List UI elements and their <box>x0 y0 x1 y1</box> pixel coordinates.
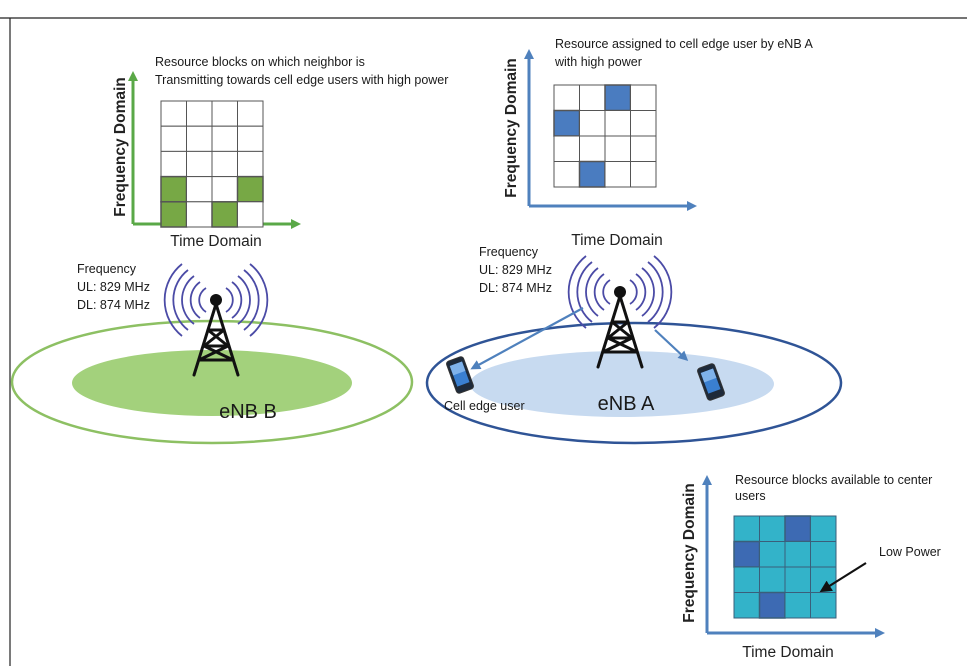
grid-c-panel: Resource blocks available to center user… <box>681 473 941 661</box>
resource-block <box>237 125 264 152</box>
resource-block <box>160 100 187 127</box>
grid-b-x-axis-label: Time Domain <box>170 233 262 250</box>
enb-b-label: eNB B <box>219 401 277 423</box>
antenna-tower-icon <box>596 294 644 369</box>
resource-block <box>784 592 811 619</box>
low-power-label: Low Power <box>879 545 941 559</box>
resource-block-highlighted <box>160 175 188 203</box>
resource-block-highlighted <box>160 201 188 228</box>
resource-block <box>186 176 213 203</box>
grid-b-y-axis-label: Frequency Domain <box>112 77 129 217</box>
resource-block-highlighted <box>604 84 632 112</box>
resource-block <box>160 125 187 152</box>
resource-block-highlighted <box>236 175 264 203</box>
enb-a-label: eNB A <box>598 393 655 415</box>
enb-a-outer-cell <box>425 321 843 445</box>
resource-block <box>604 135 631 162</box>
grid-c-x-axis-label: Time Domain <box>742 644 834 661</box>
enb-b-tower <box>163 263 269 377</box>
cell-edge-phone-icon <box>446 356 474 394</box>
resource-block <box>211 176 238 203</box>
grid-c-cells <box>733 515 837 619</box>
enb-b-frequency-info: Frequency UL: 829 MHz DL: 874 MHz <box>77 262 150 312</box>
resource-block <box>810 541 837 568</box>
cell-edge-user-label: Cell edge user <box>444 399 525 413</box>
enb-a-frequency-info: Frequency UL: 829 MHz DL: 874 MHz <box>479 245 552 295</box>
resource-block <box>553 84 580 111</box>
edge-user-link-arrow <box>470 307 584 370</box>
grid-b-cells <box>160 100 264 228</box>
resource-block-highlighted <box>733 540 761 568</box>
resource-block <box>810 592 837 619</box>
enb-a-freq-ul: UL: 829 MHz <box>479 263 552 277</box>
resource-block <box>211 125 238 152</box>
resource-block <box>186 150 213 178</box>
resource-block <box>579 84 606 111</box>
resource-block <box>237 201 264 228</box>
resource-block <box>553 161 580 188</box>
enb-a-freq-title: Frequency <box>479 245 539 259</box>
enb-a-inner-cell <box>470 351 774 417</box>
grid-a-y-axis-label: Frequency Domain <box>503 58 520 198</box>
resource-block-highlighted <box>784 515 812 543</box>
resource-block <box>211 150 238 178</box>
resource-block <box>630 110 657 137</box>
resource-block <box>630 135 657 162</box>
low-power-arrow <box>819 562 867 593</box>
grid-a-cells <box>553 84 657 188</box>
resource-block <box>186 100 213 127</box>
grid-b-caption-line2: Transmitting towards cell edge users wit… <box>155 73 448 87</box>
grid-a-caption-line2: with high power <box>554 55 642 69</box>
enb-a-tower <box>567 255 673 369</box>
enb-b-freq-title: Frequency <box>77 262 137 276</box>
resource-block <box>733 515 760 542</box>
resource-block-highlighted <box>553 109 581 137</box>
resource-block <box>759 515 786 542</box>
grid-a-x-axis-label: Time Domain <box>571 232 663 249</box>
grid-b-caption-line1: Resource blocks on which neighbor is <box>155 55 365 69</box>
enb-a-freq-dl: DL: 874 MHz <box>479 281 552 295</box>
resource-block-highlighted <box>578 160 606 188</box>
radio-waves-icon <box>163 263 269 337</box>
antenna-tip-icon <box>614 286 626 298</box>
grid-a-panel: Resource assigned to cell edge user by e… <box>503 37 813 249</box>
resource-block <box>579 110 606 137</box>
resource-block <box>733 592 760 619</box>
center-user-link-arrow <box>654 329 689 362</box>
resource-block <box>553 135 580 162</box>
resource-block <box>186 125 213 152</box>
resource-block <box>810 515 837 542</box>
resource-block <box>604 110 631 137</box>
radio-waves-icon <box>567 255 673 329</box>
resource-block <box>211 100 238 127</box>
resource-block <box>604 161 631 188</box>
center-user-phone-icon <box>697 363 725 401</box>
grid-b-panel: Resource blocks on which neighbor is Tra… <box>112 55 448 250</box>
resource-block <box>186 201 213 228</box>
enb-b-inner-cell <box>72 350 352 416</box>
antenna-tower-icon <box>192 302 240 377</box>
grid-a-caption-line1: Resource assigned to cell edge user by e… <box>555 37 813 51</box>
resource-block <box>759 541 786 568</box>
enb-b-freq-ul: UL: 829 MHz <box>77 280 150 294</box>
resource-block <box>160 150 187 178</box>
antenna-tip-icon <box>210 294 222 306</box>
resource-block-highlighted <box>211 201 239 228</box>
grid-c-y-axis-label: Frequency Domain <box>681 483 698 623</box>
grid-c-caption-line1: Resource blocks available to center <box>735 473 932 487</box>
resource-block <box>630 84 657 111</box>
grid-c-caption-line2: users <box>735 489 766 503</box>
resource-block <box>579 135 606 162</box>
resource-block-highlighted <box>758 591 786 619</box>
resource-block <box>784 541 811 568</box>
resource-block <box>759 566 786 593</box>
enb-a-coverage <box>425 321 843 445</box>
resource-block <box>237 100 264 127</box>
resource-block <box>733 566 760 593</box>
resource-block <box>237 150 264 178</box>
enb-b-freq-dl: DL: 874 MHz <box>77 298 150 312</box>
resource-block <box>630 161 657 188</box>
resource-block <box>784 566 811 593</box>
